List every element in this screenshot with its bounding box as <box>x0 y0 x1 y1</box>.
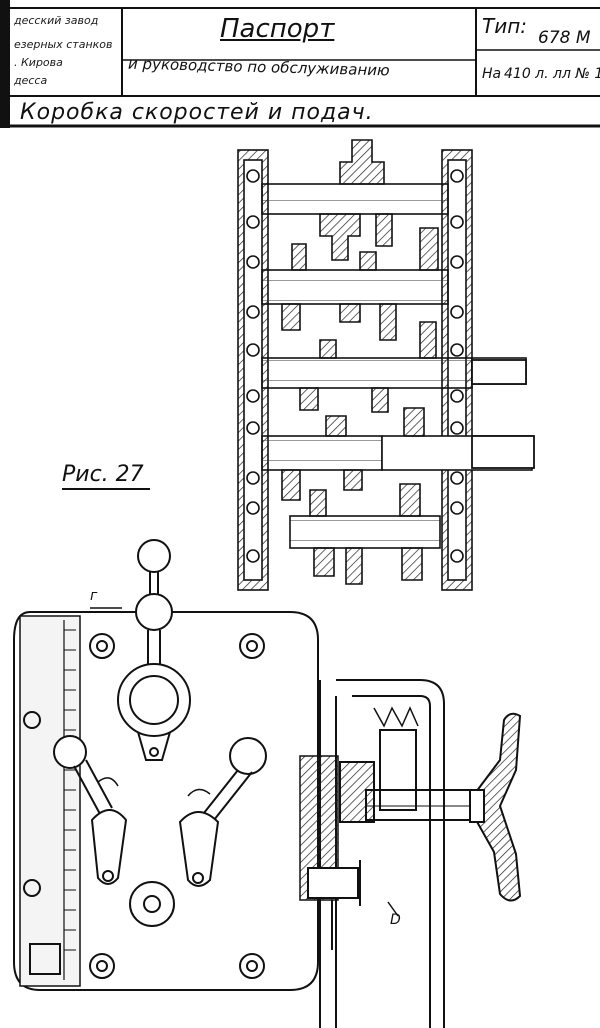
callout-g: г <box>90 588 98 604</box>
maker-line-3: . Кирова <box>14 56 63 69</box>
title-block-frame <box>0 0 600 128</box>
callout-d: D <box>390 912 401 928</box>
output-shafts <box>471 359 535 469</box>
technical-drawing <box>13 139 535 1028</box>
title-block: десский завод езерных станков . Кирова д… <box>0 0 600 128</box>
number-label: На <box>482 66 502 82</box>
type-value: 678 М <box>538 28 591 48</box>
type-label: Тип: <box>482 14 528 38</box>
maker-line-4: дecca <box>14 74 48 87</box>
figure-label-underline <box>62 488 150 490</box>
maker-line-2: езерных станков <box>14 38 113 51</box>
control-panel <box>13 539 319 991</box>
number-value: 410 л. лл № 19 <box>504 66 600 82</box>
document-title: Паспорт <box>220 14 335 44</box>
section-title: Коробка скоростей и подач. <box>20 100 374 125</box>
maker-line-1: десский завод <box>14 14 99 27</box>
gearbox-section <box>237 139 533 591</box>
side-section <box>299 679 522 1028</box>
figure-label: Рис. 27 <box>62 462 144 487</box>
